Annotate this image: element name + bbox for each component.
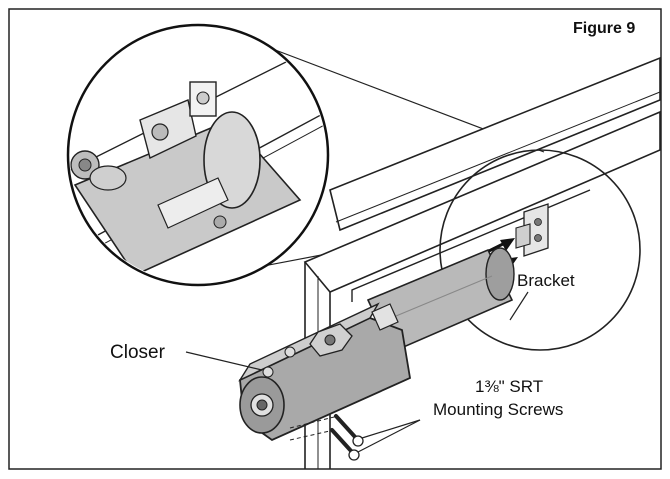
screws-label-line1: 1⅜" SRT — [475, 377, 544, 396]
label-leaders — [185, 291, 529, 453]
screws-label-line2: Mounting Screws — [433, 400, 564, 419]
bracket-label: Bracket — [517, 271, 575, 290]
door-frame — [303, 56, 661, 469]
alignment-dashes — [289, 415, 339, 441]
mounting-screws — [330, 414, 364, 461]
bracket-callout-circle — [439, 149, 641, 351]
closer-label: Closer — [110, 342, 165, 363]
closer — [238, 247, 515, 442]
detail-magnifier — [66, 23, 330, 287]
bracket — [515, 203, 549, 257]
figure-label: Figure 9 — [573, 20, 636, 37]
